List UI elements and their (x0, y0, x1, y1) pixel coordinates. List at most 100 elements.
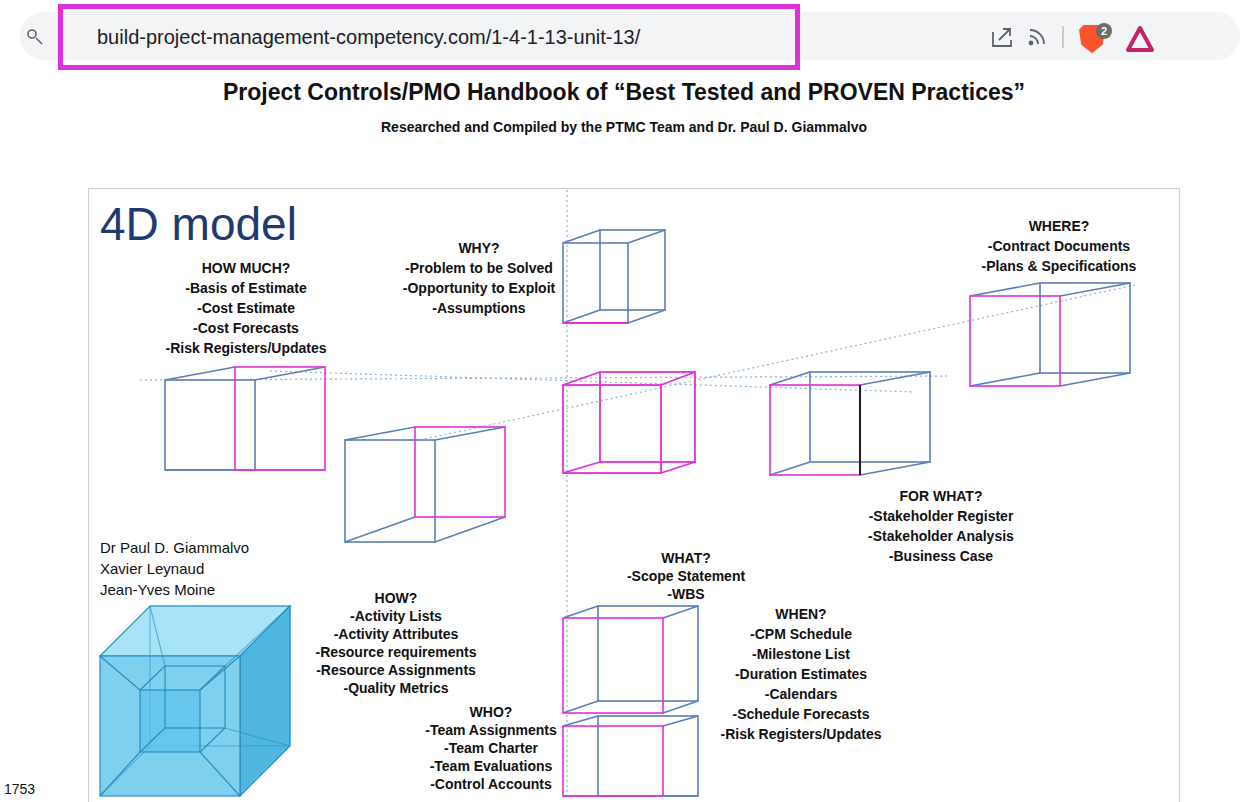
node-line: -Cost Estimate (165, 298, 326, 318)
node-heading: HOW? (315, 589, 476, 607)
tesseract (100, 606, 290, 796)
browser-icons-part (1096, 23, 1112, 39)
question-group: WHO?-Team Assignments-Team Charter-Team … (425, 703, 556, 793)
node-line: -Stakeholder Register (868, 506, 1014, 526)
cube-how-much (165, 367, 325, 470)
node-line: -Quality Metrics (315, 679, 476, 697)
tesseract-part (150, 606, 290, 746)
cube-who-part (598, 716, 698, 796)
node-line: -Plans & Specifications (982, 256, 1137, 276)
node-line: -Schedule Forecasts (720, 704, 881, 724)
cube-how-part (415, 427, 505, 517)
question-group: WHEN?-CPM Schedule-Milestone List-Durati… (720, 604, 881, 744)
cube-how-much-part (165, 380, 255, 470)
cube-why-part (563, 243, 628, 323)
node-line: -Team Assignments (425, 721, 556, 739)
cube-where-part (970, 283, 1130, 386)
question-group: WHY?-Problem to be Solved-Opportunity to… (403, 238, 555, 318)
node-heading: build-project-management-competency.com/… (97, 25, 640, 49)
node-line: -CPM Schedule (720, 624, 881, 644)
browser-icons-part (1030, 30, 1044, 44)
node-line: -Resource Assignments (315, 661, 476, 679)
cube-for-what-part (770, 372, 930, 475)
page-number: 1753 (4, 780, 35, 798)
node-line: -Team Charter (425, 739, 556, 757)
url-highlight-box: build-project-management-competency.com/… (58, 4, 800, 70)
cube-for-what-part (859, 385, 861, 475)
cube-for-what (770, 372, 930, 475)
cube-how-part (345, 427, 505, 542)
cube-what-part (563, 372, 695, 473)
author-name: Jean-Yves Moine (100, 579, 215, 600)
cube-who-part (563, 726, 663, 796)
cube-who (563, 716, 698, 796)
author-name: Dr Paul D. Giammalvo (100, 537, 249, 558)
cube-what-part (563, 385, 661, 473)
question-group: WHAT?-Scope Statement-WBS (627, 549, 745, 603)
address-bar-part (28, 30, 36, 38)
node-heading: WHEN? (720, 604, 881, 624)
question-group: HOW MUCH?-Basis of Estimate-Cost Estimat… (165, 258, 326, 358)
cube-where-part (970, 296, 1060, 386)
guide-lines-part (566, 190, 567, 800)
node-line: -Activity Attributes (315, 625, 476, 643)
cube-who-part (563, 716, 698, 796)
node-heading: FOR WHAT? (868, 486, 1014, 506)
node-line: -Contract Documents (982, 236, 1137, 256)
node-heading: WHAT? (627, 549, 745, 567)
node-heading: 4D model (100, 197, 297, 251)
node-line: -Control Accounts (425, 775, 556, 793)
node-line: -Stakeholder Analysis (868, 526, 1014, 546)
browser-icons-part (1030, 42, 1033, 45)
node-heading: WHO? (425, 703, 556, 721)
node-line: -Cost Forecasts (165, 318, 326, 338)
browser-icons-part (999, 29, 1010, 40)
node-line: -Basis of Estimate (165, 278, 326, 298)
guide-lines (140, 190, 1135, 800)
cube-for-what-part (770, 385, 860, 475)
subtitle: Researched and Compiled by the PTMC Team… (381, 118, 867, 136)
cube-how (345, 427, 505, 542)
page-title: Project Controls/PMO Handbook of “Best T… (223, 78, 1025, 106)
author-name: Xavier Leynaud (100, 558, 204, 579)
tesseract-part (100, 656, 240, 796)
node-line: -Team Evaluations (425, 757, 556, 775)
browser-icons-part (993, 32, 1011, 46)
cube-why-part (563, 322, 628, 324)
question-group: WHERE?-Contract Documents-Plans & Specif… (982, 216, 1137, 276)
node-line: -Resource requirements (315, 643, 476, 661)
cube-when (563, 606, 698, 713)
tesseract-part (100, 656, 240, 796)
question-group: FOR WHAT?-Stakeholder Register-Stakehold… (868, 486, 1014, 566)
node-line: -Duration Estimates (720, 664, 881, 684)
cube-when-part (563, 618, 663, 713)
node-line: -Business Case (868, 546, 1014, 566)
node-line: -Scope Statement (627, 567, 745, 585)
node-line: -WBS (627, 585, 745, 603)
browser-icons-part (1128, 28, 1152, 50)
node-line: -Risk Registers/Updates (720, 724, 881, 744)
diagram-panel: 4D modelHOW MUCH?-Basis of Estimate-Cost… (88, 188, 1180, 802)
node-heading: HOW MUCH? (165, 258, 326, 278)
node-line: -Problem to be Solved (403, 258, 555, 278)
cube-what (563, 372, 695, 473)
cube-why-part (563, 230, 665, 323)
node-line: -Calendars (720, 684, 881, 704)
address-bar-part (20, 12, 1240, 60)
address-bar (20, 12, 1240, 60)
tesseract-part (240, 606, 290, 796)
cube-how-much-part (165, 367, 325, 470)
browser-icons-part (1062, 26, 1064, 48)
cube-why (563, 230, 665, 323)
node-heading: WHY? (403, 238, 555, 258)
question-group: HOW?-Activity Lists-Activity Attributes-… (315, 589, 476, 697)
node-line: -Risk Registers/Updates (165, 338, 326, 358)
cube-when-part (563, 606, 698, 713)
badge-count: 2 (1101, 24, 1107, 38)
node-line: -Activity Lists (315, 607, 476, 625)
node-line: -Opportunity to Exploit (403, 278, 555, 298)
node-line: -Milestone List (720, 644, 881, 664)
address-bar-part (36, 38, 42, 44)
cube-when-part (598, 606, 698, 701)
cube-where (970, 283, 1130, 386)
